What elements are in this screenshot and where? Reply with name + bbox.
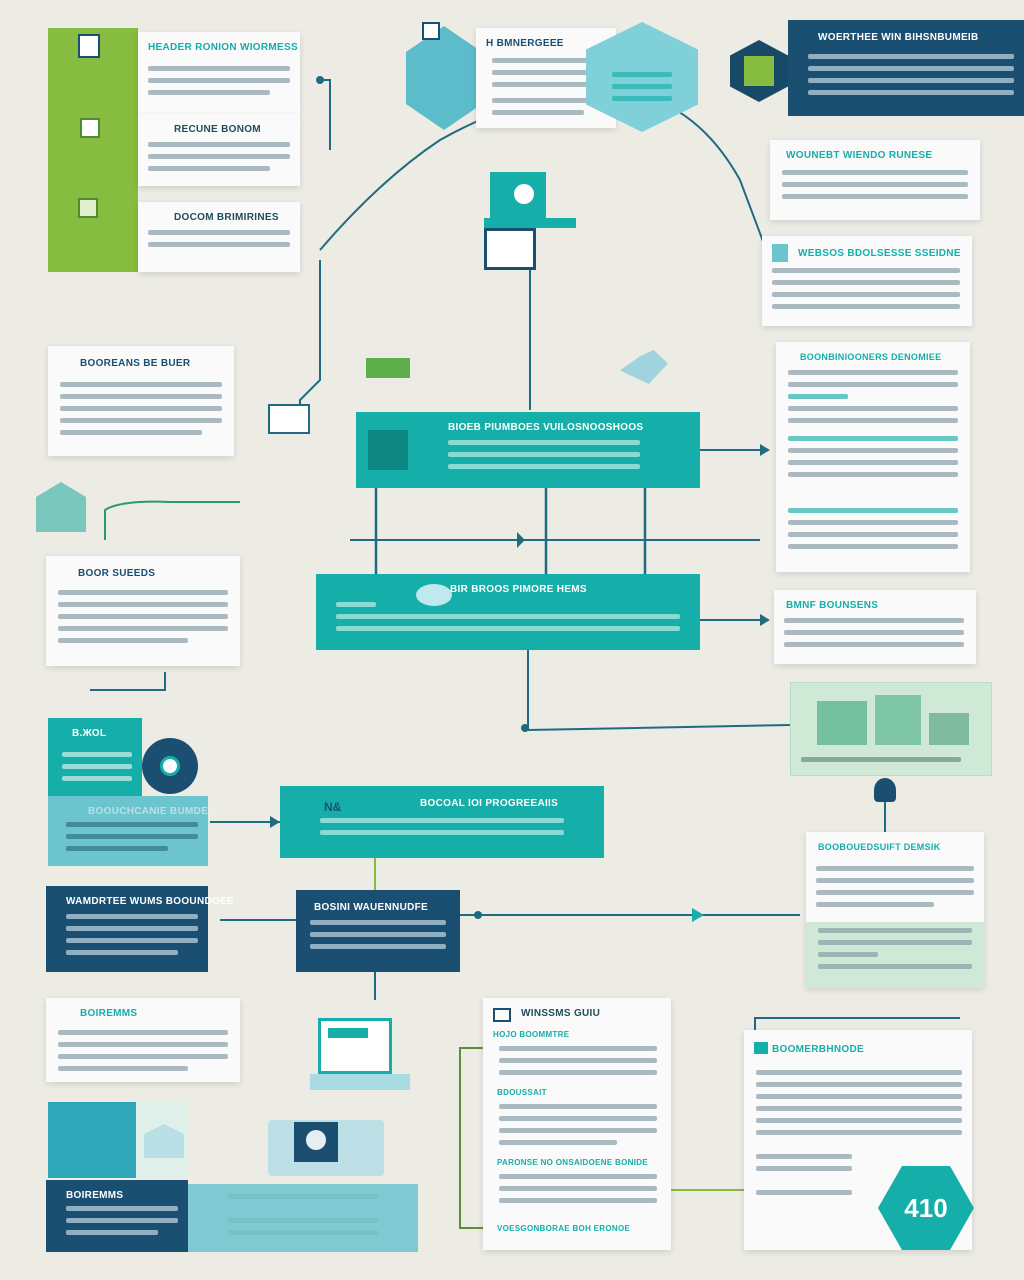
left-panel-icon-3 — [78, 198, 98, 218]
laptop-icon — [310, 1018, 410, 1098]
left-card-6: B.ЖОL — [48, 718, 142, 796]
center-doc-title: WINSSMS GUIU — [521, 1008, 601, 1019]
right-card-1-title: WOERTHEE WIN BIHSNBUMEIB — [818, 32, 979, 43]
left-card-6-title: B.ЖОL — [72, 728, 107, 739]
top-card-title: H BMNERGEEE — [486, 38, 564, 49]
left-card-9: BOIREMMS — [46, 998, 240, 1082]
right-card-5-title: BMNF BOUNSENS — [786, 600, 879, 611]
right-card-1: WOERTHEE WIN BIHSNBUMEIB — [788, 20, 1024, 116]
map-pin-icon — [874, 778, 896, 802]
bottom-left-aqua-block — [48, 1102, 136, 1178]
server-icon — [484, 172, 576, 272]
center-doc-section-1: HOJO BOOMMTRE — [493, 1030, 570, 1039]
right-card-7-title: BOOMERBHNODE — [772, 1044, 864, 1055]
number-badge: 410 — [878, 1166, 974, 1250]
left-card-3-title: DOCOM BRIMIRINES — [174, 212, 279, 223]
left-panel-green — [48, 28, 138, 272]
center-box-2: BIR BROOS PIMORE HEMS — [316, 574, 700, 650]
right-card-2-title: WOUNEBT WIENDO RUNESE — [786, 150, 933, 161]
left-card-1-title: HEADER RONION WIORMESS — [148, 42, 298, 53]
center-box-4: BOSINI WAUENNUDFE — [296, 890, 460, 972]
right-card-5: BMNF BOUNSENS — [774, 590, 976, 664]
left-card-5: BOOR SUEEDS — [46, 556, 240, 666]
left-card-4: BOOREANS BE BUER — [48, 346, 234, 456]
small-doc-icon — [268, 404, 310, 434]
right-hex-icon — [730, 40, 788, 102]
left-card-8: WAMDRTEE WUMS BOOUNDOEE — [46, 886, 235, 972]
right-card-4: BOONBINIOONERS DENOMIEE — [776, 342, 970, 572]
center-box-3: BOCOAL IOI PROGREEAIIS N& — [280, 786, 604, 858]
left-card-4-title: BOOREANS BE BUER — [80, 358, 191, 369]
computer-user-icon — [268, 1120, 384, 1176]
left-card-1: HEADER RONION WIORMESS — [138, 32, 300, 114]
small-green-tag — [366, 358, 410, 378]
center-box-2-title: BIR BROOS PIMORE HEMS — [450, 584, 587, 595]
center-doc-section-4: VOESGONBORAE BOH ERONOE — [497, 1224, 631, 1233]
left-panel-icon-1 — [78, 34, 100, 58]
left-card-9-title: BOIREMMS — [80, 1008, 138, 1019]
center-doc: WINSSMS GUIU HOJO BOOMMTRE BDOUSSAIT PAR… — [483, 998, 671, 1250]
map-image-card — [790, 682, 992, 776]
left-card-8-title: WAMDRTEE WUMS BOOUNDOEE — [66, 896, 235, 907]
center-box-1-title: BIOEB PIUMBOES VUILOSNOOSHOOS — [448, 422, 644, 433]
left-card-7-title: BOOUCHCANIE BUMDEN — [88, 806, 216, 817]
record-icon — [142, 738, 198, 794]
left-card-2: RECUNE BONOM — [138, 114, 300, 186]
bottom-wide-strip — [188, 1184, 418, 1252]
center-box-1: BIOEB PIUMBOES VUILOSNOOSHOOS — [356, 412, 700, 488]
left-card-5-title: BOOR SUEEDS — [78, 568, 156, 579]
right-card-6-title: BOOBOUEDSUIFT DEMSIK — [818, 842, 941, 852]
left-card-3: DOCOM BRIMIRINES — [138, 202, 300, 272]
center-box-3-badge: N& — [324, 800, 342, 814]
right-card-3: WEBSOS BDOLSESSE SSEIDNE — [762, 236, 972, 326]
left-card-7: BOOUCHCANIE BUMDEN — [48, 796, 216, 866]
center-box-3-title: BOCOAL IOI PROGREEAIIS — [420, 798, 559, 809]
top-hex-right — [586, 22, 698, 132]
center-box-4-title: BOSINI WAUENNUDFE — [314, 902, 428, 913]
number-badge-label: 410 — [904, 1192, 948, 1223]
right-card-4-title: BOONBINIOONERS DENOMIEE — [800, 352, 942, 362]
center-doc-section-2: BDOUSSAIT — [497, 1088, 547, 1097]
right-card-6: BOOBOUEDSUIFT DEMSIK — [806, 832, 984, 988]
top-hex-icon — [422, 22, 440, 40]
right-card-2: WOUNEBT WIENDO RUNESE — [770, 140, 980, 220]
bottom-left-card: BOIREMMS — [46, 1180, 188, 1252]
left-panel-icon-2 — [80, 118, 100, 138]
left-card-2-title: RECUNE BONOM — [174, 124, 261, 135]
center-doc-section-3: PARONSE NO ONSAIDOENE BONIDE — [497, 1158, 648, 1167]
right-card-3-title: WEBSOS BDOLSESSE SSEIDNE — [798, 248, 961, 259]
bottom-left-card-title: BOIREMMS — [66, 1190, 124, 1201]
